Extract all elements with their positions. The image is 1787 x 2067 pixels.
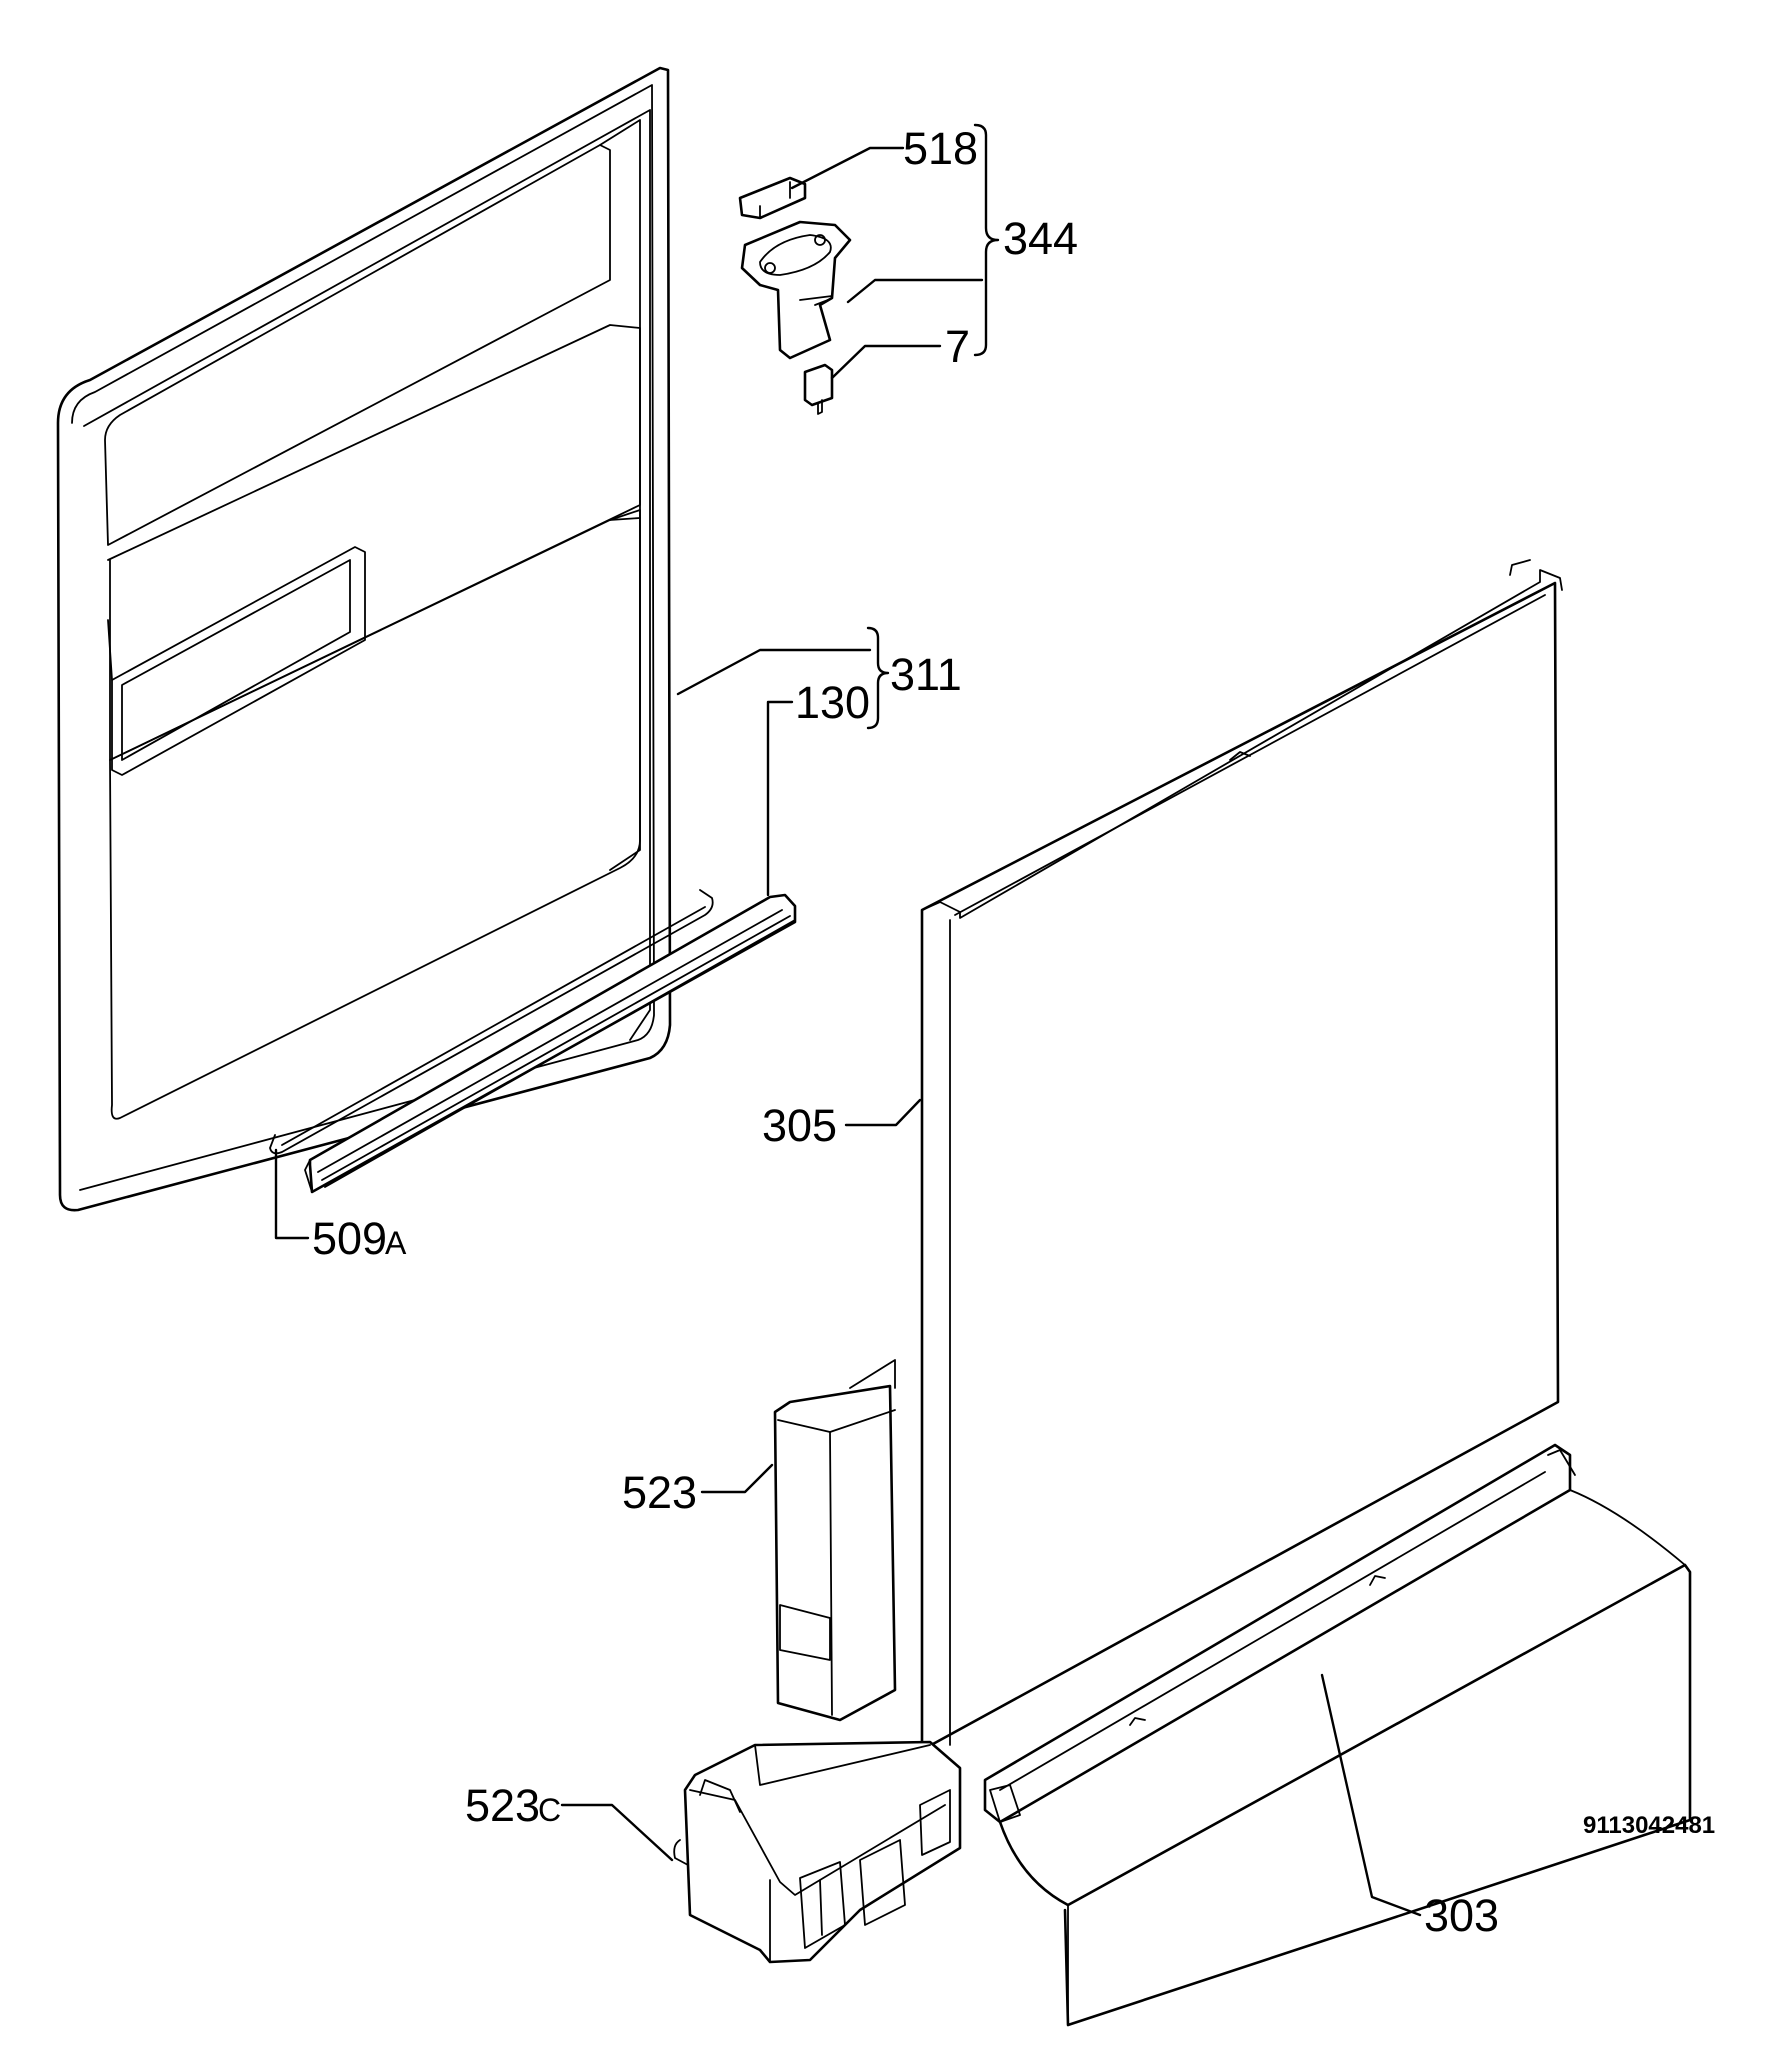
inner-door-panel — [56, 66, 672, 1212]
label-305: 305 — [762, 1100, 837, 1151]
switch-7 — [803, 363, 834, 407]
label-130: 130 — [795, 677, 870, 728]
label-523c: 523 C — [465, 1780, 561, 1831]
label-509a-suffix: A — [385, 1225, 407, 1261]
latch-assembly-344 — [738, 176, 852, 415]
label-523c-suffix: C — [538, 1792, 561, 1828]
clip-518 — [738, 176, 807, 220]
label-523: 523 — [622, 1467, 697, 1518]
gasket-strip-130 — [304, 893, 797, 1194]
label-518: 518 — [903, 123, 978, 174]
label-311: 311 — [890, 649, 962, 700]
rod-509a — [269, 889, 714, 1155]
bracket-523c — [673, 1740, 962, 1964]
plinth-303 — [983, 1443, 1692, 2027]
label-523c-number: 523 — [465, 1780, 540, 1831]
label-344: 344 — [1003, 213, 1078, 264]
label-303: 303 — [1424, 1890, 1499, 1941]
label-509a: 509 A — [312, 1213, 407, 1264]
leader-lines — [274, 123, 1422, 1917]
document-number: 9113042481 — [1583, 1812, 1715, 1839]
label-7: 7 — [945, 321, 970, 372]
front-door-panel-305 — [920, 559, 1563, 1752]
label-509a-number: 509 — [312, 1213, 387, 1264]
block-523 — [773, 1359, 897, 1722]
